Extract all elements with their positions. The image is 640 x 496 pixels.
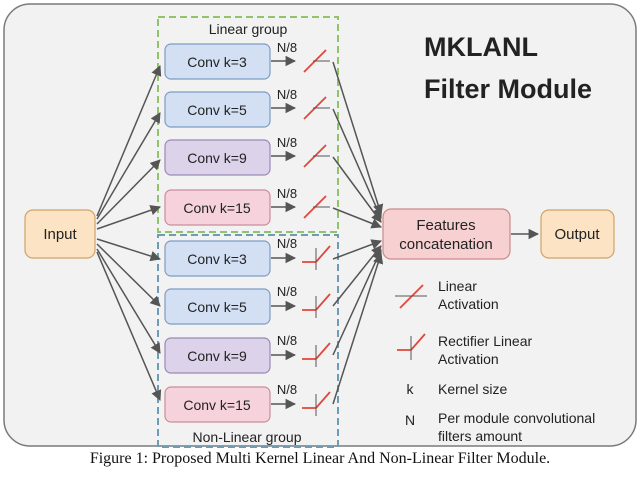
conv-box xyxy=(164,240,271,277)
input-arrows xyxy=(96,65,162,401)
arrow-input-to-conv-2 xyxy=(96,112,161,220)
filter-count-label: N/8 xyxy=(277,382,297,397)
concat-label-line1: Features xyxy=(416,217,475,234)
conv-label: Conv k=15 xyxy=(183,397,251,413)
legend: Linear Activation Rectifier Linear Activ… xyxy=(395,278,595,444)
arrow-activation-to-concat-5 xyxy=(332,239,382,260)
legend-n-symbol: N xyxy=(405,412,415,428)
conv-box xyxy=(164,189,271,226)
arrow-input-to-conv-7 xyxy=(96,248,161,354)
concat-box xyxy=(382,208,511,260)
output-label: Output xyxy=(554,226,600,243)
arrow-input-to-conv-8 xyxy=(96,251,162,401)
nonlinear-conv-row: Conv k=5 N/8 xyxy=(164,284,331,325)
nonlinear-group-border xyxy=(157,234,339,448)
mklanl-diagram: MKLANL Filter Module Linear group Non-Li… xyxy=(3,3,637,448)
arrow-input-to-conv-6 xyxy=(96,243,161,307)
conv-label: Conv k=9 xyxy=(187,348,247,364)
arrow-activation-to-concat-2 xyxy=(332,108,382,219)
legend-relu-line2: Activation xyxy=(438,351,499,367)
nonlinear-conv-row: Conv k=15 N/8 xyxy=(164,382,331,423)
conv-box xyxy=(164,337,271,374)
conv-label: Conv k=5 xyxy=(187,102,247,118)
conv-box xyxy=(164,91,271,128)
arrow-input-to-conv-1 xyxy=(96,65,162,217)
module-title-line2: Filter Module xyxy=(424,74,592,104)
filter-count-label: N/8 xyxy=(277,236,297,251)
linear-conv-row: Conv k=5 N/8 xyxy=(164,87,330,128)
filter-count-label: N/8 xyxy=(277,87,297,102)
nonlinear-conv-row: Conv k=9 N/8 xyxy=(164,333,331,374)
nonlinear-group-label: Non-Linear group xyxy=(193,429,302,445)
filter-count-label: N/8 xyxy=(277,333,297,348)
conv-label: Conv k=9 xyxy=(187,150,247,166)
module-title-line1: MKLANL xyxy=(424,32,538,62)
legend-filters: N Per module convolutional filters amoun… xyxy=(405,410,595,444)
nonlinear-conv-row: Conv k=3 N/8 xyxy=(164,236,331,277)
legend-n-line2: filters amount xyxy=(438,428,522,444)
arrow-activation-to-concat-4 xyxy=(332,207,382,229)
legend-k-text: Kernel size xyxy=(438,381,507,397)
arrow-input-to-conv-3 xyxy=(96,159,161,225)
filter-count-label: N/8 xyxy=(277,40,297,55)
linear-conv-row: Conv k=9 N/8 xyxy=(164,135,330,176)
legend-k-symbol: k xyxy=(407,381,415,397)
filter-count-label: N/8 xyxy=(277,186,297,201)
conv-label: Conv k=3 xyxy=(187,54,247,70)
output-box xyxy=(540,209,615,259)
legend-linear: Linear Activation xyxy=(395,278,499,312)
linear-conv-row: Conv k=3 N/8 xyxy=(164,40,330,80)
filter-count-label: N/8 xyxy=(277,135,297,150)
conv-box xyxy=(164,139,271,176)
linear-conv-row: Conv k=15 N/8 xyxy=(164,186,330,226)
arrow-activation-to-concat-7 xyxy=(332,249,382,356)
arrow-input-to-conv-4 xyxy=(96,205,161,230)
concat-label-line2: concatenation xyxy=(399,236,492,253)
arrow-activation-to-concat-3 xyxy=(332,156,382,223)
legend-linear-line2: Activation xyxy=(438,296,499,312)
input-box xyxy=(24,209,96,259)
concat-arrows xyxy=(332,61,384,405)
legend-kernel: k Kernel size xyxy=(407,381,508,397)
conv-label: Conv k=15 xyxy=(183,200,251,216)
figure-caption: Figure 1: Proposed Multi Kernel Linear A… xyxy=(89,450,551,467)
linear-group-label: Linear group xyxy=(209,21,288,37)
conv-label: Conv k=5 xyxy=(187,299,247,315)
legend-relu: Rectifier Linear Activation xyxy=(397,333,532,367)
legend-n-line1: Per module convolutional xyxy=(438,410,595,426)
conv-label: Conv k=3 xyxy=(187,251,247,267)
conv-box xyxy=(164,386,271,423)
arrow-input-to-conv-5 xyxy=(96,238,162,262)
conv-box xyxy=(164,43,271,80)
legend-relu-line1: Rectifier Linear xyxy=(438,333,532,349)
filter-count-label: N/8 xyxy=(277,284,297,299)
arrow-activation-to-concat-8 xyxy=(332,252,384,405)
input-label: Input xyxy=(43,226,77,243)
arrow-activation-to-concat-1 xyxy=(332,61,384,216)
legend-linear-line1: Linear xyxy=(438,278,477,294)
linear-group-border xyxy=(157,16,339,233)
conv-box xyxy=(164,288,271,325)
